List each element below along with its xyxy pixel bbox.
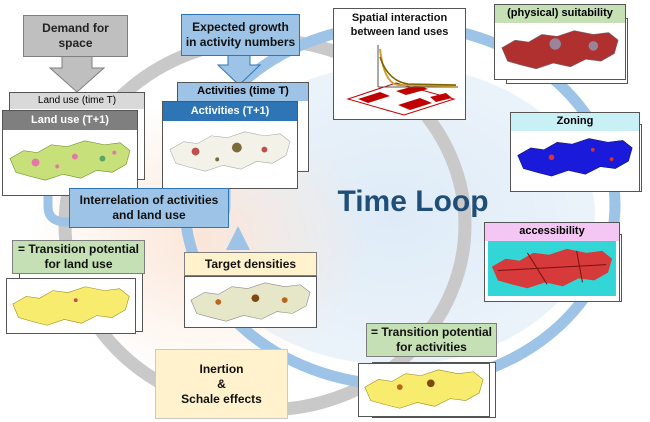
target-densities-card	[184, 276, 317, 328]
activities-map	[169, 131, 291, 172]
demand-for-space-box: Demand for space	[23, 15, 128, 57]
target-up-arrow	[226, 226, 250, 250]
accessibility-map	[488, 241, 616, 297]
suitability-card: (physical) suitability	[494, 4, 626, 80]
interrelation-box: Interrelation of activities and land use	[69, 188, 229, 228]
activities-t1-card: Activities (T+1)	[162, 101, 298, 189]
zoning-card: Zoning	[510, 112, 640, 192]
accessibility-card: accessibility	[484, 222, 620, 302]
zoning-map	[517, 138, 633, 177]
tp-land-use-card	[6, 278, 136, 334]
suitability-label: (physical) suitability	[495, 5, 625, 23]
land-use-map	[9, 140, 131, 181]
interrelation-arrow	[43, 183, 84, 227]
spatial-interaction-graphic	[346, 45, 458, 116]
land-use-t-label: Land use (time T)	[10, 93, 144, 109]
tp-land-use-label: = Transition potential for land use	[12, 240, 145, 274]
suitability-map	[501, 30, 619, 70]
accessibility-label: accessibility	[485, 223, 619, 241]
activities-t-label: Activities (time T)	[178, 83, 308, 101]
land-use-t1-label: Land use (T+1)	[3, 111, 137, 130]
tp-activities-card	[358, 363, 490, 417]
growth-arrow	[216, 54, 262, 86]
target-densities-label: Target densities	[184, 252, 317, 276]
inertion-box: Inertion & Schale effects	[155, 349, 288, 419]
tp-activities-label: = Transition potential for activities	[366, 323, 497, 357]
land-use-t1-card: Land use (T+1)	[2, 110, 138, 196]
tp-activities-map	[364, 369, 484, 409]
demand-arrow	[48, 54, 106, 93]
spatial-interaction-card: Spatial interaction between land uses	[333, 8, 466, 120]
time-loop-title: Time Loop	[337, 185, 489, 218]
target-densities-map	[190, 282, 311, 322]
tp-land-use-map	[12, 286, 130, 326]
spatial-interaction-label: Spatial interaction between land uses	[350, 12, 449, 38]
zoning-label: Zoning	[511, 113, 639, 131]
activities-t1-label: Activities (T+1)	[163, 102, 297, 121]
expected-growth-box: Expected growth in activity numbers	[181, 14, 300, 56]
